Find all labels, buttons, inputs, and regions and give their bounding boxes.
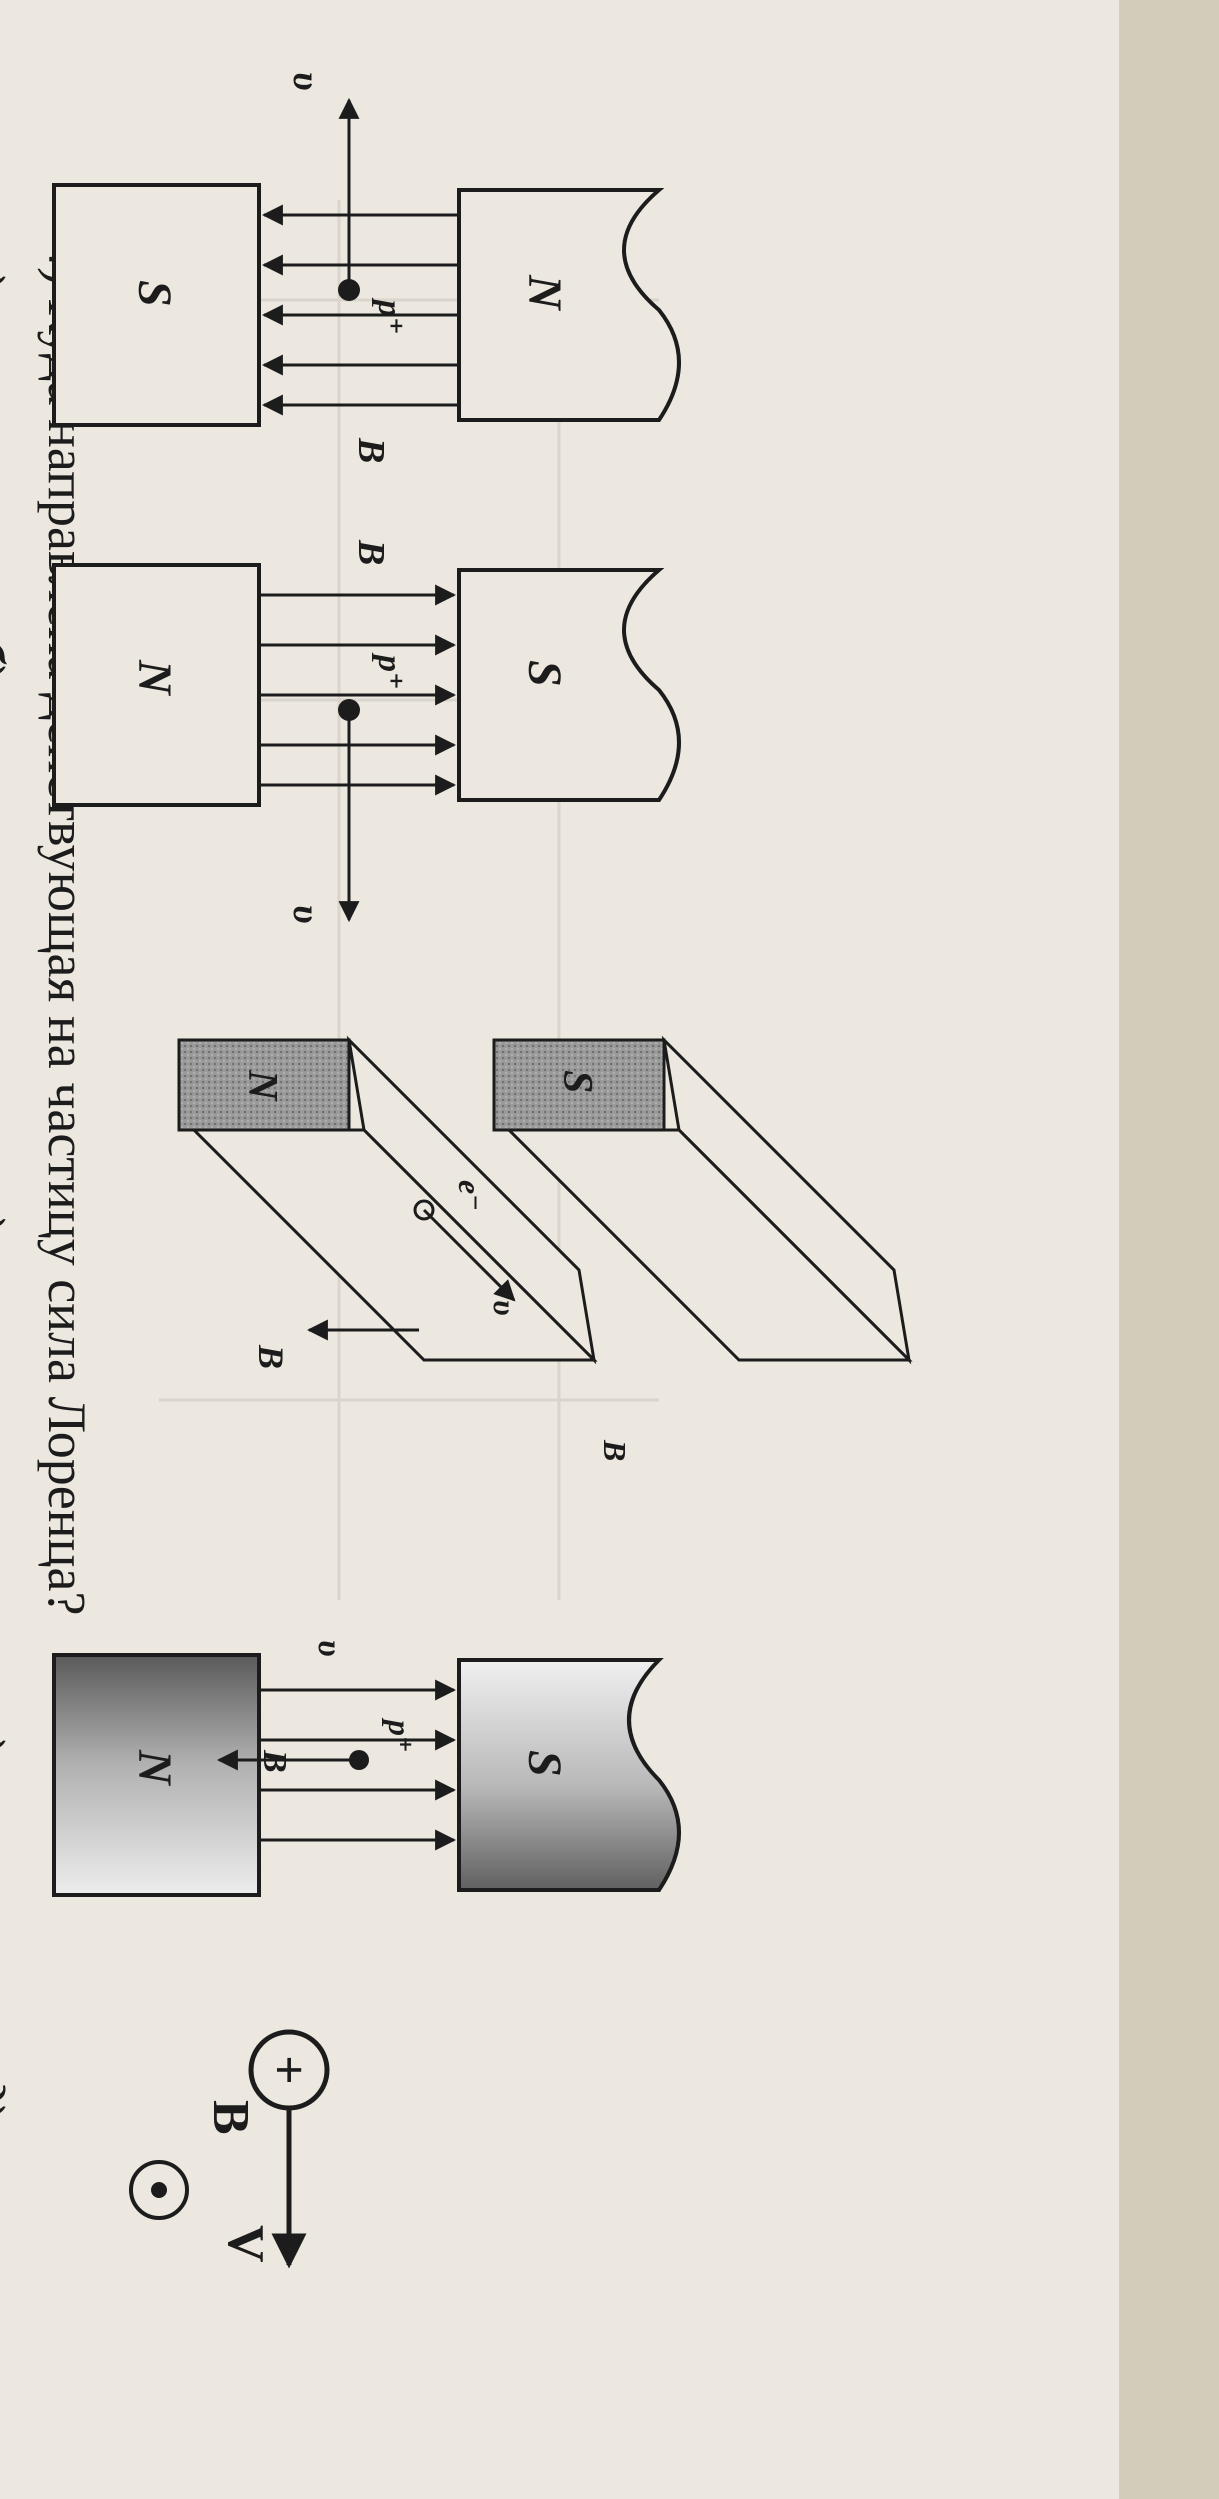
pole-label-d-left: S: [518, 1750, 571, 1777]
field-label-e: B⃗: [202, 2100, 259, 2175]
pole-label-a-left: N: [518, 274, 571, 312]
figure-label-a: а): [0, 250, 15, 288]
field-label-a: B⃗: [350, 437, 392, 493]
velocity-arrow-c: [422, 1208, 516, 1302]
magnet-south-c-face: [492, 1038, 666, 1132]
figure-e: + V⃗ B⃗ д): [0, 2029, 330, 2303]
field-out-of-page-dot: [151, 2182, 167, 2198]
particle-b: [338, 699, 360, 721]
field-lines-b: [261, 584, 457, 796]
particle-label-d: p⁺: [382, 1717, 418, 1753]
pole-label-a-right: S: [128, 280, 181, 307]
particle-c: [413, 1199, 435, 1221]
field-lines-d: [261, 1679, 457, 1851]
charge-sign-e: +: [260, 2055, 317, 2085]
field-label-c-small: B⃗: [597, 1439, 633, 1486]
particle-label-c: e⁻: [452, 1180, 488, 1211]
figure-label-c: в): [0, 1195, 15, 1231]
field-label-b: B⃗: [350, 539, 392, 595]
pole-label-c-right: N: [239, 1069, 285, 1102]
magnet-north-b: [52, 563, 261, 807]
field-label-c: B⃗: [251, 1344, 291, 1397]
magnet-north-a: [457, 188, 681, 422]
field-lines-a: [261, 204, 459, 416]
figure-d: S N p⁺ υ⃗ B⃗ г): [0, 1640, 681, 1897]
question-text: 4) Куда направлена действующая на частиц…: [37, 240, 97, 1615]
background-strip: [1119, 0, 1219, 2499]
velocity-label-c: υ⃗: [487, 1300, 523, 1341]
pole-label-c-left: S: [554, 1070, 600, 1093]
figure-label-e: д): [0, 2080, 15, 2118]
magnet-south-a: [52, 183, 261, 427]
figure-b: S N p⁺ υ⃗ B⃗ б): [0, 539, 681, 953]
figure-label-d: г): [0, 1720, 15, 1752]
velocity-label-b: υ⃗: [285, 905, 327, 953]
magnet-south-b: [457, 568, 681, 802]
particle-d: [349, 1750, 369, 1770]
velocity-label-e: V⃗: [217, 2225, 274, 2303]
magnet-north-d: [52, 1653, 261, 1897]
particle-a: [338, 279, 360, 301]
figure-a: N S p⁺ υ⃗ B⃗ а): [0, 72, 681, 493]
velocity-label-a: υ⃗: [285, 72, 327, 120]
figure-label-b: б): [0, 640, 15, 678]
particle-label-b: p⁺: [371, 652, 408, 690]
magnet-south-d: [457, 1658, 681, 1892]
pole-label-b-left: S: [518, 660, 571, 687]
field-label-d: B⃗: [256, 1749, 293, 1799]
particle-label-a: p⁺: [371, 297, 408, 335]
velocity-label-d: υ⃗: [311, 1640, 348, 1683]
pole-label-b-right: N: [128, 659, 181, 697]
pole-label-d-right: N: [128, 1749, 181, 1787]
figure-c: S N B⃗ e⁻ υ⃗ B⃗ в): [0, 1035, 913, 1486]
magnet-north-c-face: [177, 1038, 351, 1132]
